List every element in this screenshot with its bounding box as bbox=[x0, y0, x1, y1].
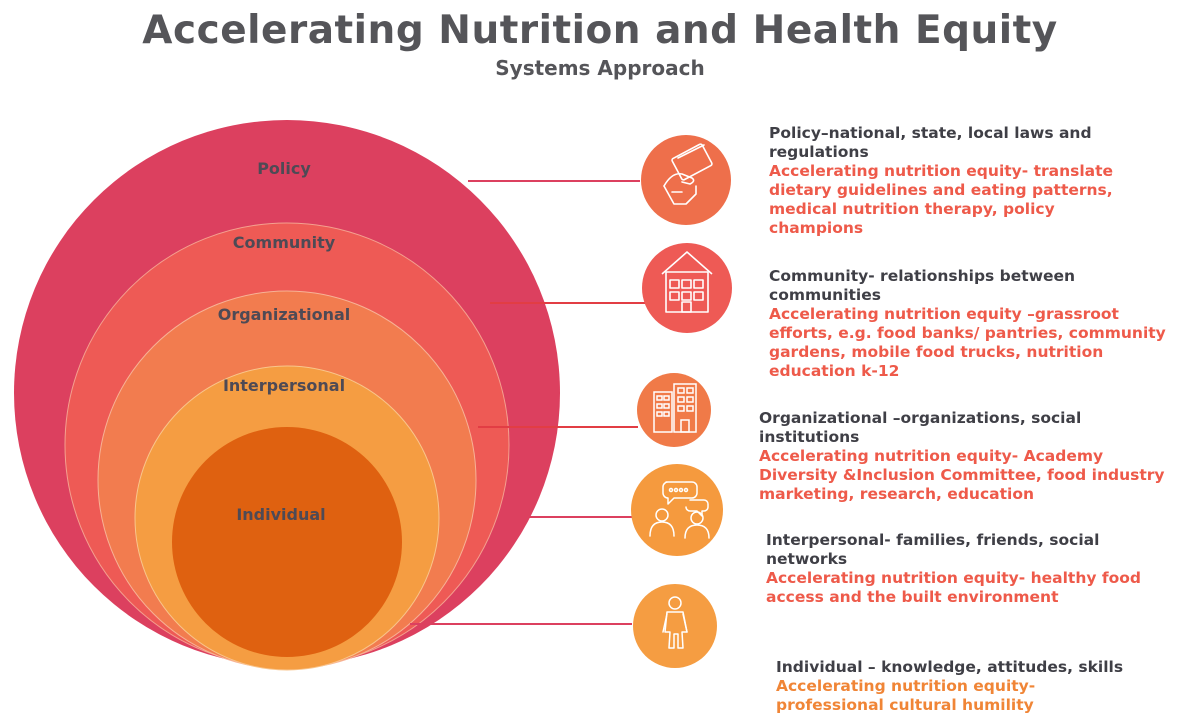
community-description: Community- relationships between communi… bbox=[769, 267, 1189, 381]
community-label: Community bbox=[233, 233, 336, 252]
interpersonal-detail: Accelerating nutrition equity- healthy f… bbox=[766, 569, 1141, 606]
organizational-heading: Organizational –organizations, social in… bbox=[759, 409, 1082, 446]
hand-card-icon bbox=[641, 135, 731, 225]
diagram-subtitle: Systems Approach bbox=[495, 56, 705, 80]
policy-heading: Policy–national, state, local laws and r… bbox=[769, 124, 1092, 161]
house-icon bbox=[642, 243, 732, 333]
interpersonal-label: Interpersonal bbox=[223, 376, 345, 395]
people-talking-icon bbox=[631, 464, 723, 556]
diagram-title: Accelerating Nutrition and Health Equity bbox=[142, 8, 1058, 53]
person-icon bbox=[633, 584, 717, 668]
policy-detail: Accelerating nutrition equity- translate… bbox=[769, 162, 1114, 237]
interpersonal-heading: Interpersonal- families, friends, social… bbox=[766, 531, 1100, 568]
policy-description: Policy–national, state, local laws and r… bbox=[769, 124, 1189, 238]
individual-detail: Accelerating nutrition equity- professio… bbox=[776, 677, 1036, 714]
organizational-description: Organizational –organizations, social in… bbox=[759, 409, 1179, 504]
organizational-detail: Accelerating nutrition equity- Academy D… bbox=[759, 447, 1165, 503]
individual-heading: Individual – knowledge, attitudes, skill… bbox=[776, 658, 1124, 676]
organizational-label: Organizational bbox=[218, 305, 351, 324]
community-heading: Community- relationships between communi… bbox=[769, 267, 1076, 304]
individual-label: Individual bbox=[236, 505, 325, 524]
community-detail: Accelerating nutrition equity –grassroot… bbox=[769, 305, 1166, 380]
individual-circle bbox=[172, 427, 402, 657]
interpersonal-description: Interpersonal- families, friends, social… bbox=[766, 531, 1196, 607]
buildings-icon bbox=[637, 373, 711, 447]
individual-description: Individual – knowledge, attitudes, skill… bbox=[776, 658, 1196, 715]
policy-label: Policy bbox=[257, 159, 311, 178]
